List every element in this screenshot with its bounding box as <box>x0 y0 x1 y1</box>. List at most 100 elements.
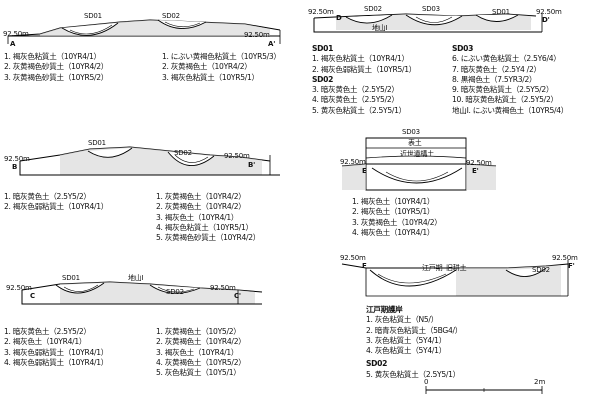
legend-item: 地山Ⅰ. にぶい黄褐色土（10YR5/4） <box>452 105 569 115</box>
legend-item: 2. 褐灰色土（10YR5/1） <box>352 207 435 217</box>
datum-left-label: 92.50m <box>6 284 32 292</box>
section-letter-left: A <box>10 40 16 48</box>
legend-right: 1. 灰黄褐色土（10Y5/2） 2. 灰黄褐色土（10YR4/2） 3. 褐灰… <box>156 327 246 378</box>
legend-item: 2. 褐灰色土（10YR4/1） <box>4 337 87 347</box>
legend-left: 1. 褐灰色土（10YR4/1） 2. 褐灰色土（10YR5/1） 3. 灰黄褐… <box>352 197 442 238</box>
section-letter-right: A' <box>268 40 276 48</box>
datum-right-label: 92.50m <box>224 152 250 160</box>
legend-item: 3. 褐灰色土（10YR4/1） <box>156 347 239 357</box>
section-d-profile <box>313 13 543 33</box>
pit-label: SD01 <box>492 8 510 16</box>
pit-label: SD01 <box>88 139 106 147</box>
legend-item: 1. 暗灰黄色土（2.5Y5/2） <box>4 192 91 201</box>
legend-item: 3. 灰黄褐色土（10YR4/2） <box>352 217 442 227</box>
legend-right: 1. にぶい黄褐色粘質土（10YR5/3） 2. 灰黄褐色土（10YR4/2） … <box>162 52 281 83</box>
legend-item: 4. 灰黄褐色土（10YR5/2） <box>156 357 246 367</box>
datum-right-label: 92.50m <box>536 8 562 16</box>
datum-left-label: 92.50m <box>340 254 366 262</box>
legend-right: 1. 灰黄褐色土（10YR4/2） 2. 灰黄褐色土（10YR4/2） 3. 褐… <box>156 192 260 243</box>
pit-label: SD03 <box>422 5 440 13</box>
legend-item: 9. 暗灰黄色粘質土（2.5Y5/2） <box>452 85 554 95</box>
datum-left-label: 92.50m <box>340 158 366 166</box>
datum-right-label: 92.50m <box>552 254 578 262</box>
legend-right: SD03 6. にぶい黄色粘質土（2.5Y6/4） 7. 暗灰黄色土（2.5Y4… <box>452 44 568 116</box>
legend-heading: SD01 <box>312 44 334 53</box>
section-letter-left: F <box>362 262 367 270</box>
legend-left: 江戸期護岸 1. 灰色粘質土（N5/） 2. 暗青灰色粘質土（5BG4/） 3.… <box>366 305 462 380</box>
pit-label: SD02 <box>166 288 184 296</box>
section-letter-left: C <box>30 292 35 300</box>
section-c: 92.50m C 92.50m C' SD01 SD02 地山Ⅰ 1. 暗灰黄色… <box>0 270 300 399</box>
section-letter-left: E <box>362 167 367 175</box>
legend-item: 2. 暗青灰色粘質土（5BG4/） <box>366 325 463 335</box>
scale-start-label: 0 <box>424 378 429 386</box>
legend-left: 1. 暗灰黄色土（2.5Y5/2） 2. 褐灰色土（10YR4/1） 3. 褐灰… <box>4 327 108 368</box>
legend-heading: SD02 <box>312 74 334 84</box>
legend-item: 1. 褐灰色粘質土（10YR4/1） <box>4 52 101 61</box>
datum-left-label: 92.50m <box>4 155 30 163</box>
pit-label: SD02 <box>532 266 550 274</box>
section-e-profile <box>341 137 497 191</box>
legend-item: 2. 灰黄褐色砂質土（10YR4/2） <box>4 62 109 72</box>
section-b: 92.50m B 92.50m B' SD01 SD02 1. 暗灰黄色土（2.… <box>0 135 300 255</box>
section-b-profile <box>19 146 280 176</box>
legend-item: 10. 暗灰黄色粘質土（2.5Y5/2） <box>452 95 558 105</box>
legend-item: 1. にぶい黄褐色粘質土（10YR5/3） <box>162 52 281 61</box>
legend-item: 5. 黄灰色粘質土（2.5Y5/1） <box>366 369 460 379</box>
section-d: 92.50m D 92.50m D' SD02 SD03 SD01 地山Ⅰ SD… <box>306 0 589 122</box>
scale-ruler <box>425 386 543 394</box>
legend-item: 3. 褐灰色粘質土（10YR5/1） <box>162 72 259 82</box>
pit-label: SD02 <box>364 5 382 13</box>
datum-left-label: 92.50m <box>3 30 29 38</box>
section-letter-right: C' <box>234 292 241 300</box>
scale-bar: 0 2m <box>424 378 545 396</box>
legend-item: 4. 暗灰黄色土（2.5Y5/2） <box>312 95 399 105</box>
legend-item: 1. 灰色粘質土（N5/） <box>366 315 438 325</box>
datum-right-label: 92.50m <box>244 31 270 39</box>
legend-item: 7. 暗灰黄色土（2.5Y4 /2） <box>452 64 541 74</box>
section-f: 92.50m F 92.50m F' SD02 江戸期 旧耕土 江戸期護岸 1.… <box>306 250 589 399</box>
legend-item: 1. 暗灰黄色土（2.5Y5/2） <box>4 327 91 336</box>
datum-right-label: 92.50m <box>210 284 236 292</box>
pit-label: SD01 <box>62 274 80 282</box>
legend-item: 2. 灰黄褐色土（10YR4/2） <box>156 337 246 347</box>
legend-item: 4. 褐灰色土（10YR4/1） <box>352 227 435 237</box>
section-letter-right: D' <box>542 16 550 24</box>
legend-item: 3. 褐灰色土（10YR4/1） <box>156 212 239 222</box>
pit-label: SD02 <box>174 149 192 157</box>
legend-item: 6. にぶい黄色粘質土（2.5Y6/4） <box>452 54 561 64</box>
era-label: 江戸期 <box>422 264 443 272</box>
legend-item: 2. 灰黄褐色土（10YR4/2） <box>162 62 252 72</box>
legend-heading: SD02 <box>366 359 388 369</box>
section-a-profile <box>7 19 281 44</box>
topsoil-label: 表土 <box>408 139 422 147</box>
legend-item: 2. 灰黄褐色土（10YR4/2） <box>156 202 246 212</box>
section-c-profile <box>21 281 263 305</box>
layer-label: 旧耕土 <box>446 264 467 272</box>
section-letter-left: B <box>12 163 18 171</box>
legend-item: 4. 褐灰色粘質土（10YR5/1） <box>156 222 253 232</box>
legend-item: 1. 灰黄褐色土（10Y5/2） <box>156 327 241 336</box>
pit-label: SD03 <box>402 128 420 136</box>
legend-item: 4. 褐灰色弱粘質土（10YR4/1） <box>4 357 109 367</box>
legend-item: 1. 灰黄褐色土（10YR4/2） <box>156 192 246 201</box>
datum-right-label: 92.50m <box>466 159 492 167</box>
legend-left: 1. 褐灰色粘質土（10YR4/1） 2. 灰黄褐色砂質土（10YR4/2） 3… <box>4 52 108 83</box>
legend-left: 1. 暗灰黄色土（2.5Y5/2） 2. 褐灰色弱粘質土（10YR4/1） <box>4 192 108 213</box>
pit-label: SD02 <box>162 12 180 20</box>
bedrock-label: 地山Ⅰ <box>128 274 144 282</box>
section-a: 92.50m A 92.50m A' SD01 SD02 1. 褐灰色粘質土（1… <box>0 0 300 100</box>
datum-left-label: 92.50m <box>308 8 334 16</box>
pit-label: SD01 <box>84 12 102 20</box>
section-letter-left: D <box>336 14 342 22</box>
scale-end-label: 2m <box>534 378 546 386</box>
legend-heading: 江戸期護岸 <box>366 305 403 314</box>
legend-item: 3. 灰黄褐色砂質土（10YR5/2） <box>4 72 109 82</box>
section-e: 92.50m E 92.50m E' SD03 表土 近世遺構土 1. 褐灰色土… <box>306 124 589 249</box>
section-f-profile <box>341 260 569 297</box>
section-letter-right: B' <box>248 161 256 169</box>
legend-item: 8. 黒褐色土（7.5YR3/2） <box>452 74 537 84</box>
legend-item: 4. 灰色粘質土（5Y4/1） <box>366 346 447 356</box>
legend-item: 1. 褐灰色土（10YR4/1） <box>352 197 435 206</box>
legend-left: SD01 1. 褐灰色粘質土（10YR4/1） 2. 褐灰色弱粘質土（10YR5… <box>312 44 416 116</box>
